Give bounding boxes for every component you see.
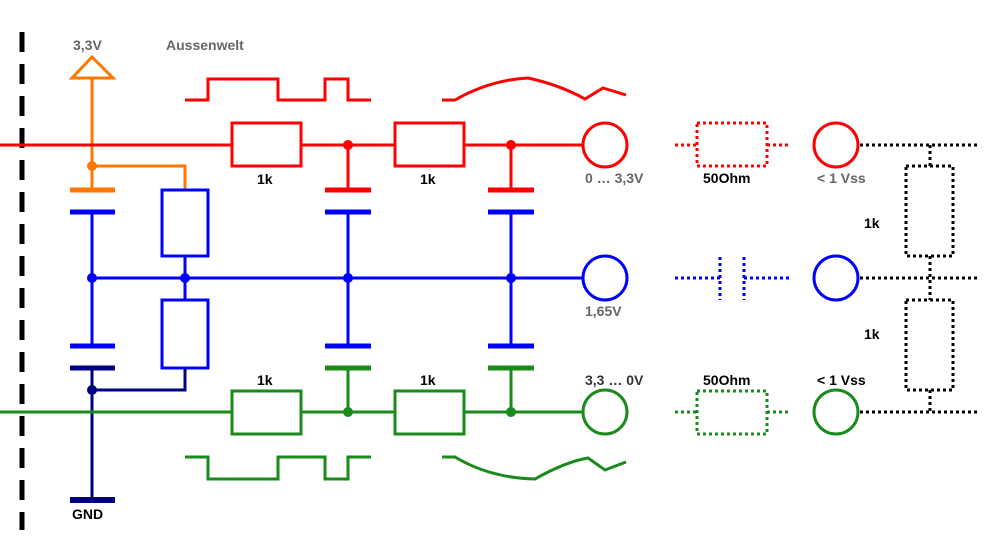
- receiver-terminal-bottom: [812, 388, 860, 436]
- resistor-r2-top-label: 1k: [420, 171, 436, 187]
- cable-model: [675, 121, 977, 436]
- divider-resistor-bottom: [160, 298, 210, 370]
- resistor-r1-bottom-label: 1k: [257, 372, 273, 388]
- cable-impedance-top-label: 50Ohm: [703, 170, 750, 186]
- junction-dot: [87, 161, 97, 171]
- supply-net: [68, 54, 187, 193]
- resistor-r2-top: [393, 121, 466, 168]
- divider-resistor-top: [160, 188, 210, 258]
- termination-resistor-top-label: 1k: [864, 215, 880, 231]
- receiver-bottom-level-label: < 1 Vss: [817, 372, 866, 388]
- output-terminal-bottom: [581, 388, 629, 436]
- output-terminal-mid: [581, 254, 629, 302]
- receiver-terminal-top: [812, 121, 860, 169]
- output-terminal-top: [581, 121, 629, 169]
- negative-net: [0, 365, 629, 481]
- outside-world-label: Aussenwelt: [166, 37, 244, 53]
- cable-impedance-bottom: [695, 389, 769, 436]
- reference-net: [70, 188, 629, 370]
- distorted-wave-top: [442, 76, 627, 102]
- resistor-r2-bottom: [393, 389, 466, 436]
- resistor-r1-top: [230, 121, 303, 168]
- receiver-top-level-label: < 1 Vss: [817, 170, 866, 186]
- supply-triangle-icon: [68, 54, 117, 80]
- square-wave-top: [185, 77, 371, 102]
- ground-net: [70, 365, 187, 503]
- resistor-r1-top-label: 1k: [257, 171, 273, 187]
- ground-label: GND: [72, 506, 103, 522]
- receiver-terminals: [812, 121, 860, 436]
- distorted-wave-bottom: [442, 455, 627, 481]
- resistor-r2-bottom-label: 1k: [420, 372, 436, 388]
- termination-resistor-bottom: [904, 298, 955, 392]
- output-bottom-voltage-label: 3,3 … 0V: [585, 372, 644, 388]
- positive-net: [0, 76, 629, 193]
- resistor-r1-bottom: [230, 389, 303, 436]
- termination-resistor-bottom-label: 1k: [864, 326, 880, 342]
- cable-impedance-bottom-label: 50Ohm: [703, 372, 750, 388]
- cable-impedance-top: [695, 121, 769, 168]
- termination-resistor-top: [904, 164, 955, 258]
- output-top-voltage-label: 0 … 3,3V: [585, 170, 644, 186]
- output-mid-voltage-label: 1,65V: [585, 303, 622, 319]
- receiver-terminal-mid: [812, 254, 860, 302]
- square-wave-bottom: [185, 455, 371, 481]
- supply-label: 3,3V: [73, 37, 102, 53]
